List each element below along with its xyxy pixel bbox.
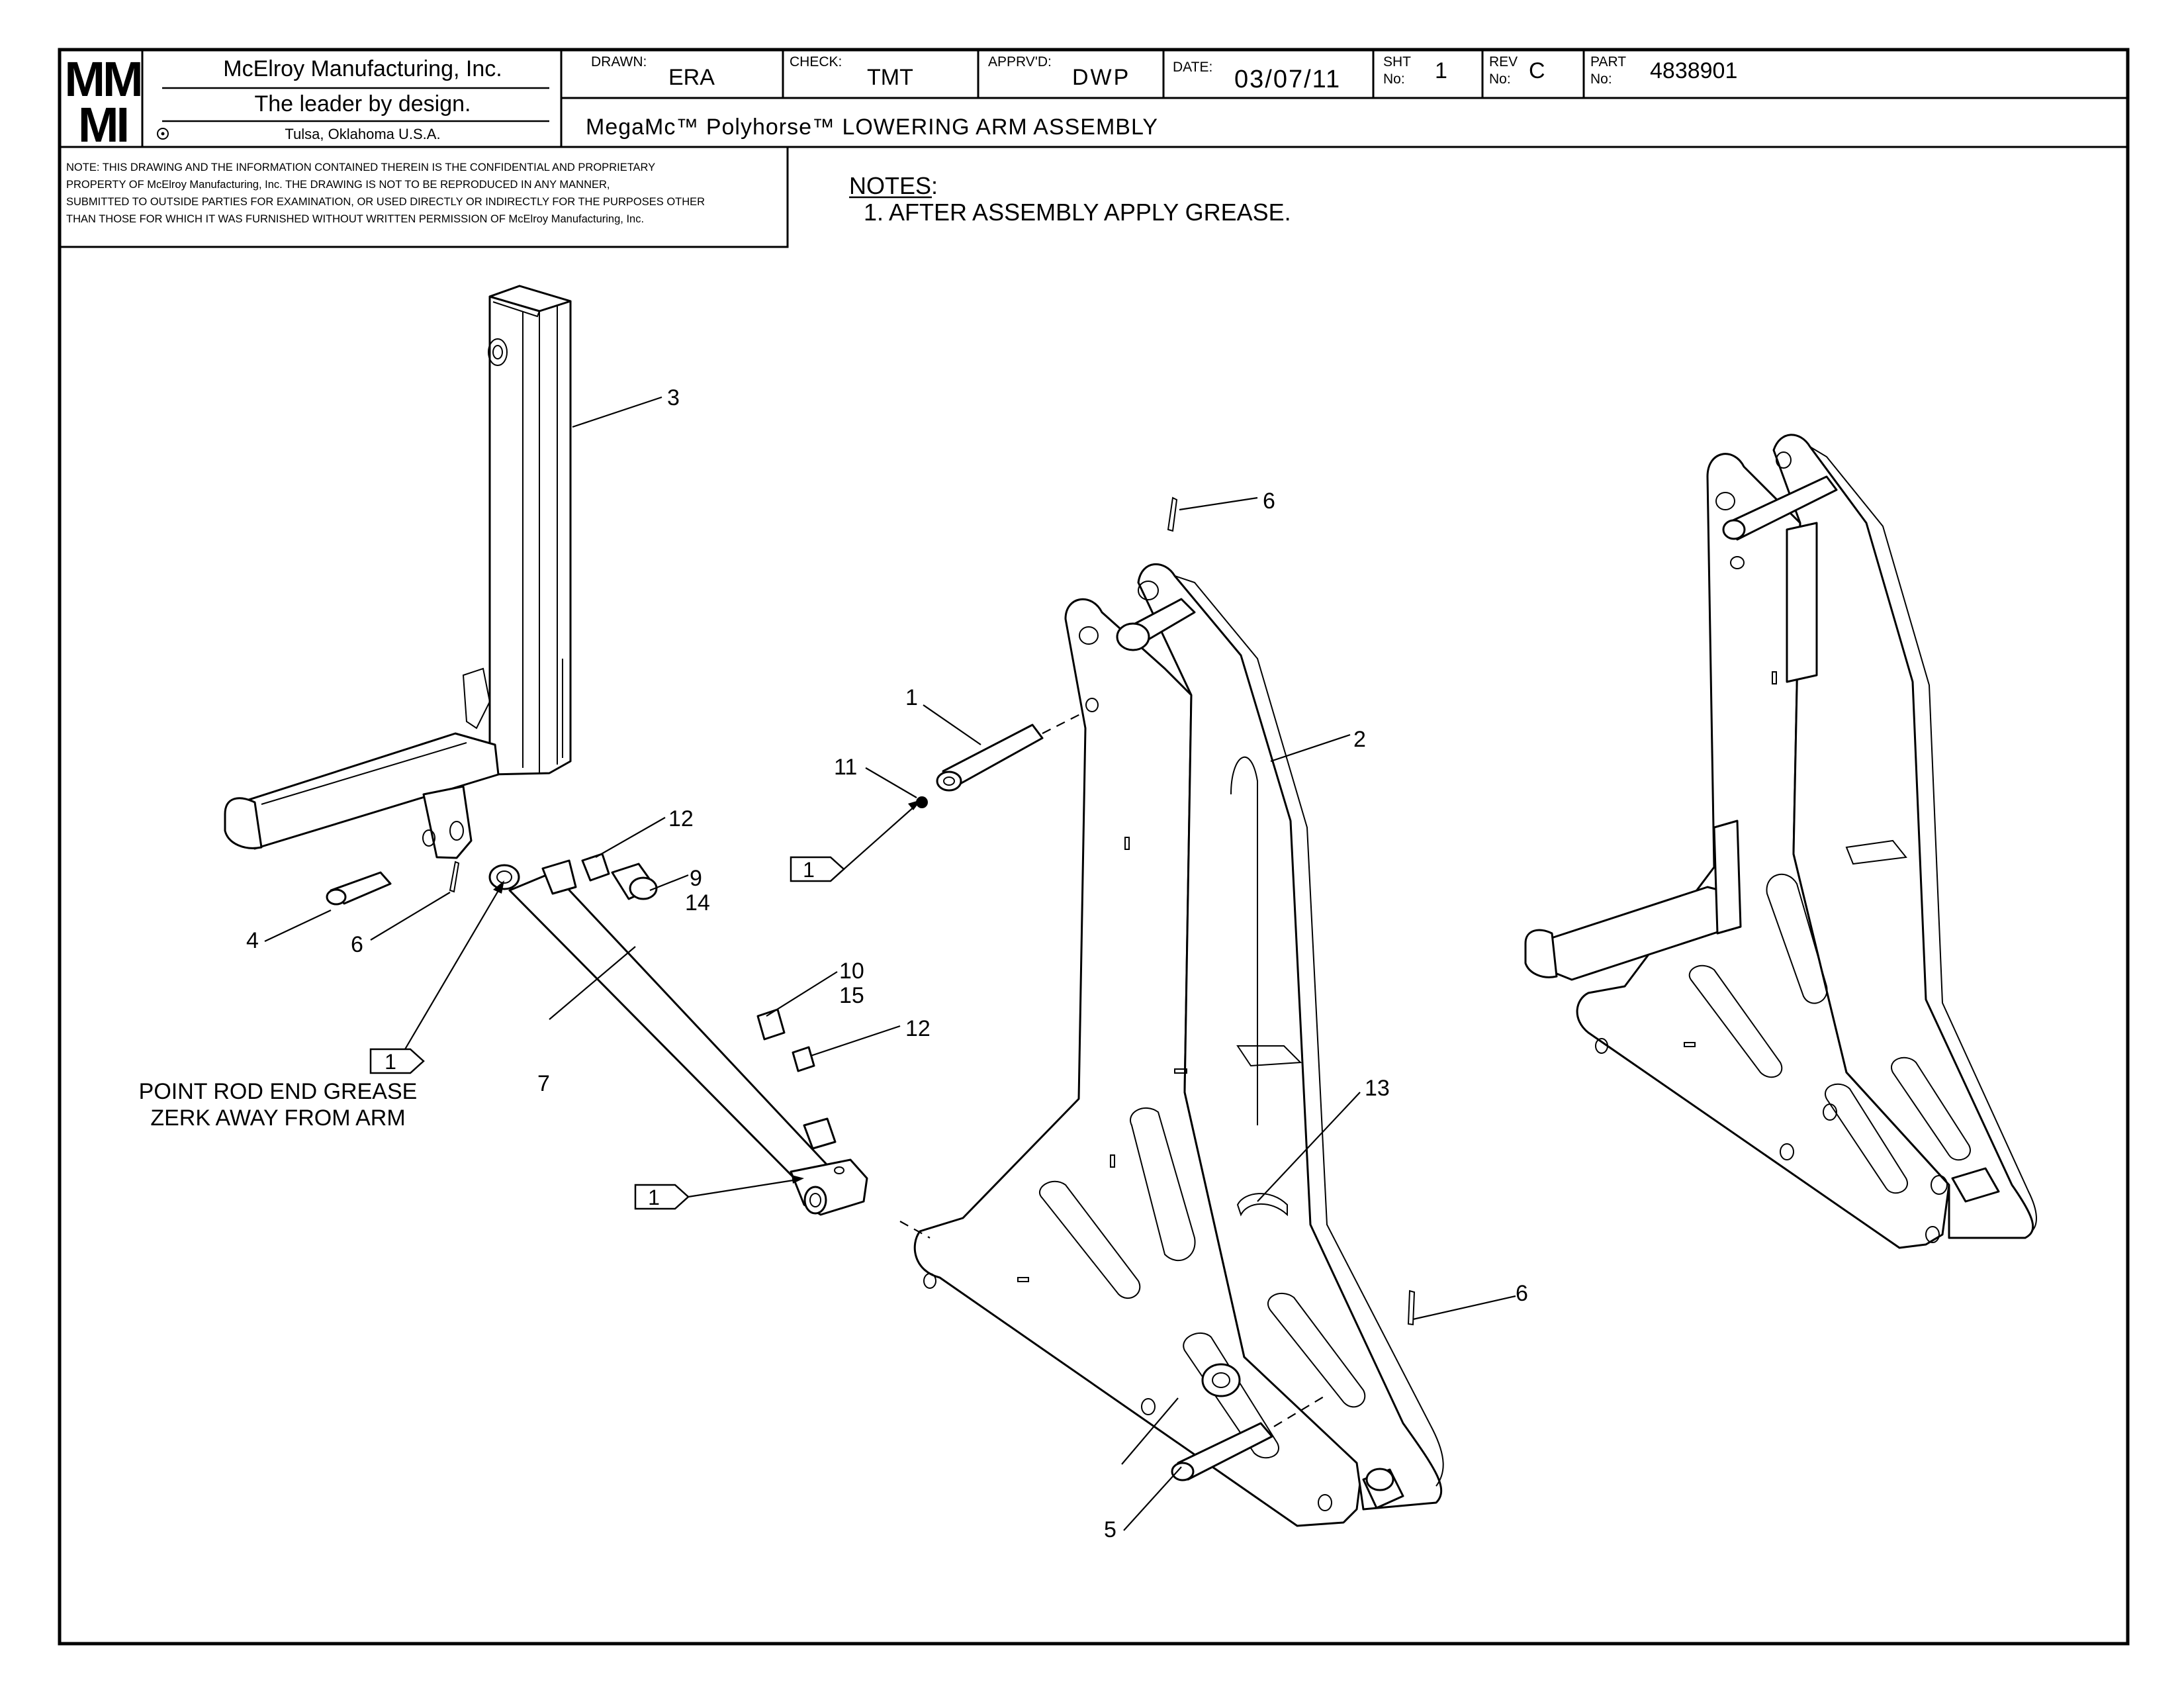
notes: NOTES: 1. AFTER ASSEMBLY APPLY GREASE. [849,172,1291,226]
balloon-11: 11 [834,755,857,780]
company-name: McElroy Manufacturing, Inc. [223,56,502,81]
part-4-pin [264,871,392,942]
note-flag-1-label: 1 [803,858,815,882]
part-5-pin [1121,1396,1324,1481]
assembled-view [1524,434,2037,1249]
part-label-2: No: [1590,71,1612,87]
rev-value: C [1529,58,1545,83]
drawn-value: ERA [668,65,715,90]
note-item-1: 1. AFTER ASSEMBLY APPLY GREASE. [864,199,1291,226]
balloon-15: 15 [839,983,864,1008]
balloon-13: 13 [1365,1076,1390,1101]
sht-label-1: SHT [1383,54,1411,70]
logo-mm: MM [64,52,140,107]
drawing-border [58,48,2130,1646]
note-flag-1: 1 [790,800,921,882]
annotation-line-2: ZERK AWAY FROM ARM [150,1105,405,1131]
proprietary-note: NOTE: THIS DRAWING AND THE INFORMATION C… [66,162,705,225]
part-label-1: PART [1590,54,1626,70]
balloon-14: 14 [685,890,710,915]
part-11-grease-zerk [865,767,928,808]
apprvd-value: DWP [1072,65,1130,90]
proprietary-line-3: SUBMITTED TO OUTSIDE PARTIES FOR EXAMINA… [66,196,705,208]
check-label: CHECK: [790,54,842,70]
balloon-3: 3 [667,385,680,410]
balloon-1: 1 [905,685,918,710]
parts-9-12-fittings [581,817,901,1072]
part-2-main-frame [899,563,1444,1527]
balloon-7: 7 [537,1071,550,1096]
item-balloons: 3 6 1 2 11 12 9 14 4 6 10 15 12 7 13 6 5 [246,385,1528,1542]
title-block-fields: DRAWN: ERA CHECK: TMT APPRV'D: DWP DATE:… [586,54,1737,140]
part-value: 4838901 [1650,58,1737,83]
rev-label-1: REV [1489,54,1518,70]
balloon-6-top: 6 [1263,489,1275,514]
annotation-grease-zerk: POINT ROD END GREASE ZERK AWAY FROM ARM [139,1079,418,1131]
balloon-2: 2 [1353,727,1366,752]
part-7-cylinder [488,859,868,1216]
note-flag-2-label: 1 [385,1050,396,1074]
apprvd-label: APPRV'D: [988,54,1052,70]
proprietary-line-2: PROPERTY OF McElroy Manufacturing, Inc. … [66,179,610,191]
logo-mi: MI [78,97,127,152]
proprietary-line-1: NOTE: THIS DRAWING AND THE INFORMATION C… [66,162,655,173]
drawn-label: DRAWN: [591,54,647,70]
balloon-9: 9 [690,866,702,891]
registered-mark-icon [157,128,169,140]
balloon-10: 10 [839,959,864,984]
note-flag-2: 1 [369,880,504,1074]
sht-label-2: No: [1383,71,1405,87]
mmi-logo: MM MI [64,52,143,152]
part-6-cotter-pins [370,496,1516,1326]
balloon-6-left: 6 [351,932,363,957]
check-value: TMT [867,65,913,90]
balloon-5: 5 [1104,1517,1116,1542]
company-location: Tulsa, Oklahoma U.S.A. [285,126,440,142]
annotation-line-1: POINT ROD END GREASE [139,1079,418,1104]
sht-value: 1 [1435,58,1447,83]
company-slogan: The leader by design. [255,91,471,117]
balloon-12-top: 12 [668,806,694,831]
balloon-12-bottom: 12 [905,1016,931,1041]
part-1-pin [923,704,1086,792]
drawing-title: MegaMc™ Polyhorse™ LOWERING ARM ASSEMBLY [586,115,1158,140]
balloon-6-right: 6 [1516,1281,1528,1306]
date-label: DATE: [1173,60,1212,75]
proprietary-line-4: THAN THOSE FOR WHICH IT WAS FURNISHED WI… [66,213,644,225]
date-value: 03/07/11 [1234,66,1341,93]
note-flag-3-label: 1 [648,1186,660,1209]
note-flag-3: 1 [634,1175,804,1210]
company-block: McElroy Manufacturing, Inc. The leader b… [157,56,549,142]
part-3-arm-bracket [224,285,572,859]
notes-heading: NOTES: [849,172,938,199]
balloon-4: 4 [246,928,259,953]
rev-label-2: No: [1489,71,1511,87]
